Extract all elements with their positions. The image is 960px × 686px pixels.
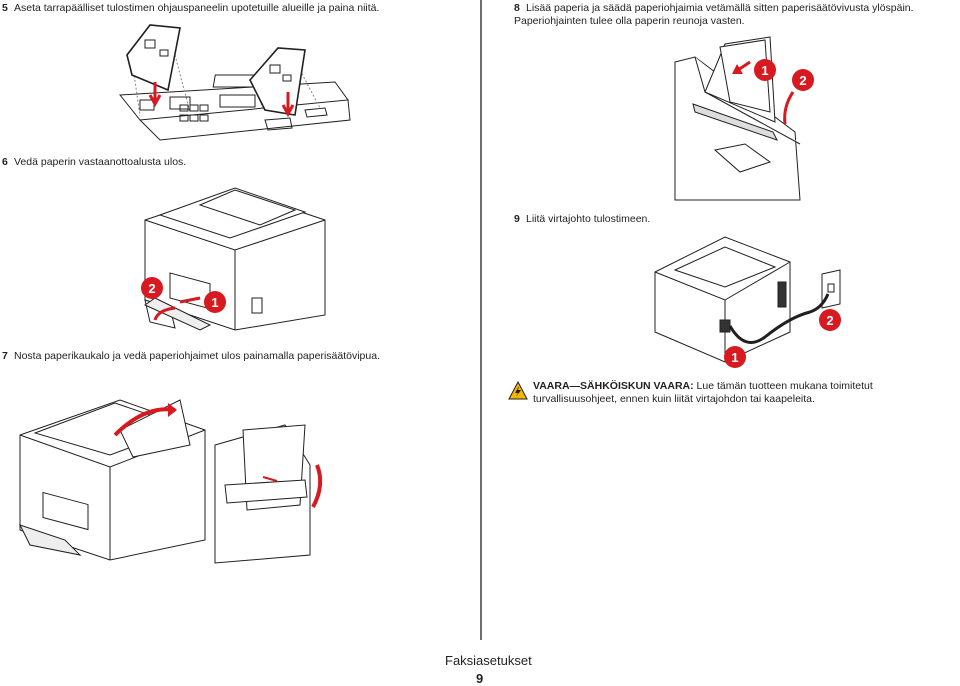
callout-1: 1 — [761, 63, 768, 78]
step-text: Aseta tarrapäälliset tulostimen ohjauspa… — [14, 2, 380, 14]
step-number: 7 — [2, 350, 8, 362]
step-5: 5 Aseta tarrapäälliset tulostimen ohjausp… — [2, 2, 472, 15]
step-number: 6 — [2, 156, 8, 168]
warning-shock-icon — [508, 380, 528, 400]
step-text: Liitä virtajohto tulostimeen. — [526, 213, 651, 225]
callout-2: 2 — [148, 281, 155, 296]
footer-section-title: Faksiasetukset — [445, 653, 532, 668]
column-divider — [480, 0, 482, 640]
page-number: 9 — [476, 671, 484, 686]
power-cord-illustration: 1 2 — [654, 236, 841, 368]
paper-tray-lift-illustration — [19, 399, 323, 564]
control-panel-overlay-illustration — [119, 24, 351, 141]
warning-text: VAARA—SÄHKÖISKUN VAARA: Lue tämän tuotte… — [533, 380, 958, 406]
step-9: 9 Liitä virtajohto tulostimeen. — [514, 213, 960, 226]
callout-1: 1 — [731, 350, 738, 365]
load-paper-illustration: 1 2 — [674, 36, 814, 201]
callout-2: 2 — [826, 313, 833, 328]
step-text: Nosta paperikaukalo ja vedä paperiohjaim… — [14, 350, 380, 362]
step-text: Lisää paperia ja säädä paperiohjaimia ve… — [514, 2, 914, 27]
step-text: Vedä paperin vastaanottoalusta ulos. — [14, 156, 187, 168]
output-tray-illustration: 2 1 — [141, 187, 326, 331]
warning-body: Lue tämän tuotteen mukana toimitetut tur… — [533, 380, 873, 405]
step-7: 7 Nosta paperikaukalo ja vedä paperiohjai… — [2, 350, 472, 363]
step-number: 8 — [514, 2, 520, 14]
callout-2: 2 — [799, 73, 806, 88]
step-6: 6 Vedä paperin vastaanottoalusta ulos. — [2, 156, 472, 169]
step-number: 5 — [2, 2, 8, 14]
warning-label: VAARA—SÄHKÖISKUN VAARA: — [533, 380, 694, 392]
callout-1: 1 — [211, 295, 218, 310]
step-number: 9 — [514, 213, 520, 225]
